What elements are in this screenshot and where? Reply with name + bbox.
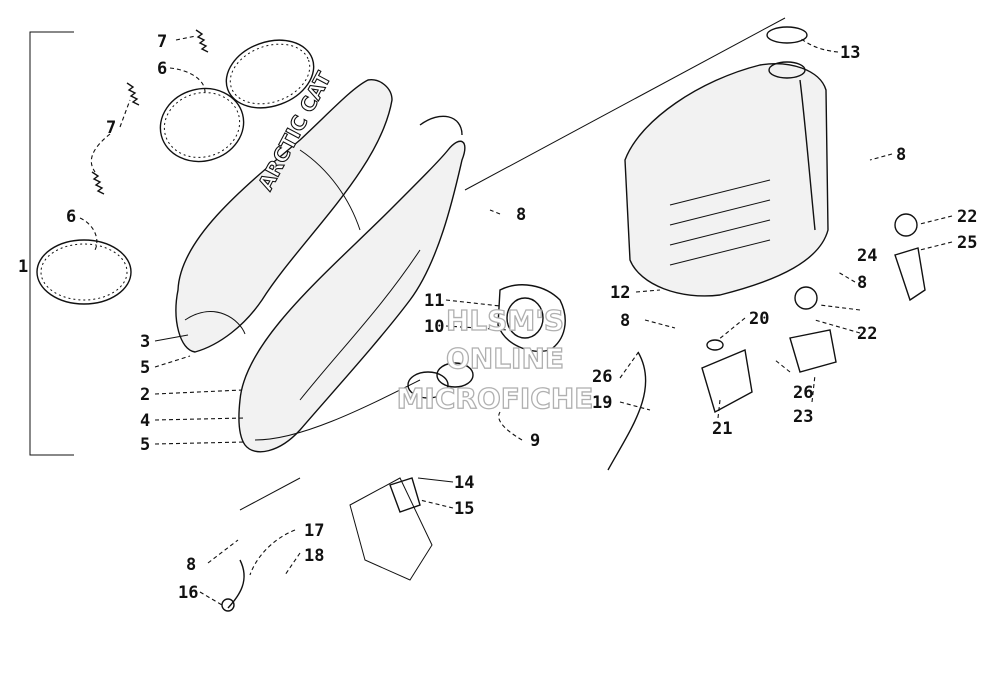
callout-label: 13 bbox=[840, 43, 860, 63]
callout-label: 8 bbox=[516, 205, 526, 225]
mount-bracket bbox=[789, 329, 837, 373]
callout-label: 21 bbox=[712, 419, 732, 439]
callout-label: 10 bbox=[424, 317, 444, 337]
mount-bracket bbox=[701, 349, 753, 414]
callout-label: 7 bbox=[157, 32, 167, 52]
callout-label: 22 bbox=[857, 324, 877, 344]
clamp-ring bbox=[36, 239, 132, 305]
spring-clip bbox=[227, 559, 245, 609]
callout-label: 8 bbox=[857, 273, 867, 293]
callout-label: 17 bbox=[304, 521, 324, 541]
watermark: HLSM'S ONLINE MICROFICHE bbox=[396, 303, 594, 415]
watermark-line-3: MICROFICHE bbox=[397, 382, 594, 415]
spring-part bbox=[126, 82, 140, 106]
callout-label: 25 bbox=[957, 233, 977, 253]
callout-label: 6 bbox=[157, 59, 167, 79]
callout-label: 3 bbox=[140, 332, 150, 352]
callout-label: 8 bbox=[186, 555, 196, 575]
heat-damper bbox=[349, 477, 433, 581]
callout-label: 9 bbox=[530, 431, 540, 451]
ground-strap bbox=[607, 351, 647, 471]
washer bbox=[706, 339, 724, 351]
callout-label: 5 bbox=[140, 435, 150, 455]
group-bracket bbox=[29, 31, 74, 456]
callout-label: 8 bbox=[896, 145, 906, 165]
expansion-chamber bbox=[238, 115, 466, 453]
callout-label: 8 bbox=[620, 311, 630, 331]
clamp-ring bbox=[225, 39, 315, 109]
nut bbox=[221, 598, 235, 612]
callout-label: 19 bbox=[592, 393, 612, 413]
spring-part bbox=[195, 29, 209, 53]
callout-label: 23 bbox=[793, 407, 813, 427]
callout-label: 5 bbox=[140, 358, 150, 378]
callout-label: 14 bbox=[454, 473, 474, 493]
watermark-line-2: ONLINE bbox=[446, 342, 564, 375]
callout-label: 26 bbox=[793, 383, 813, 403]
muffler bbox=[624, 26, 829, 297]
callout-label: 1 bbox=[18, 257, 28, 277]
watermark-line-1: HLSM'S bbox=[446, 304, 564, 337]
exhaust-flange bbox=[497, 284, 566, 352]
callout-label: 26 bbox=[592, 367, 612, 387]
callout-label: 4 bbox=[140, 411, 150, 431]
callout-label: 2 bbox=[140, 385, 150, 405]
callout-label: 6 bbox=[66, 207, 76, 227]
callout-label: 7 bbox=[106, 118, 116, 138]
spring-part bbox=[91, 171, 105, 195]
grommet bbox=[794, 286, 818, 310]
callout-label: 16 bbox=[178, 583, 198, 603]
callout-label: 22 bbox=[957, 207, 977, 227]
callout-label: 11 bbox=[424, 291, 444, 311]
callout-label: 15 bbox=[454, 499, 474, 519]
callout-label: 12 bbox=[610, 283, 630, 303]
callout-label: 20 bbox=[749, 309, 769, 329]
grommet bbox=[894, 213, 918, 237]
callout-label: 18 bbox=[304, 546, 324, 566]
leader-lines bbox=[79, 17, 953, 606]
mount-bracket bbox=[894, 247, 926, 302]
clamp-ring bbox=[159, 87, 245, 163]
gasket-ring bbox=[436, 362, 474, 388]
callout-labels: 1 2 3 4 5 5 6 6 7 7 8 8 8 8 8 9 10 11 12… bbox=[18, 32, 977, 603]
callout-label: 24 bbox=[857, 246, 877, 266]
